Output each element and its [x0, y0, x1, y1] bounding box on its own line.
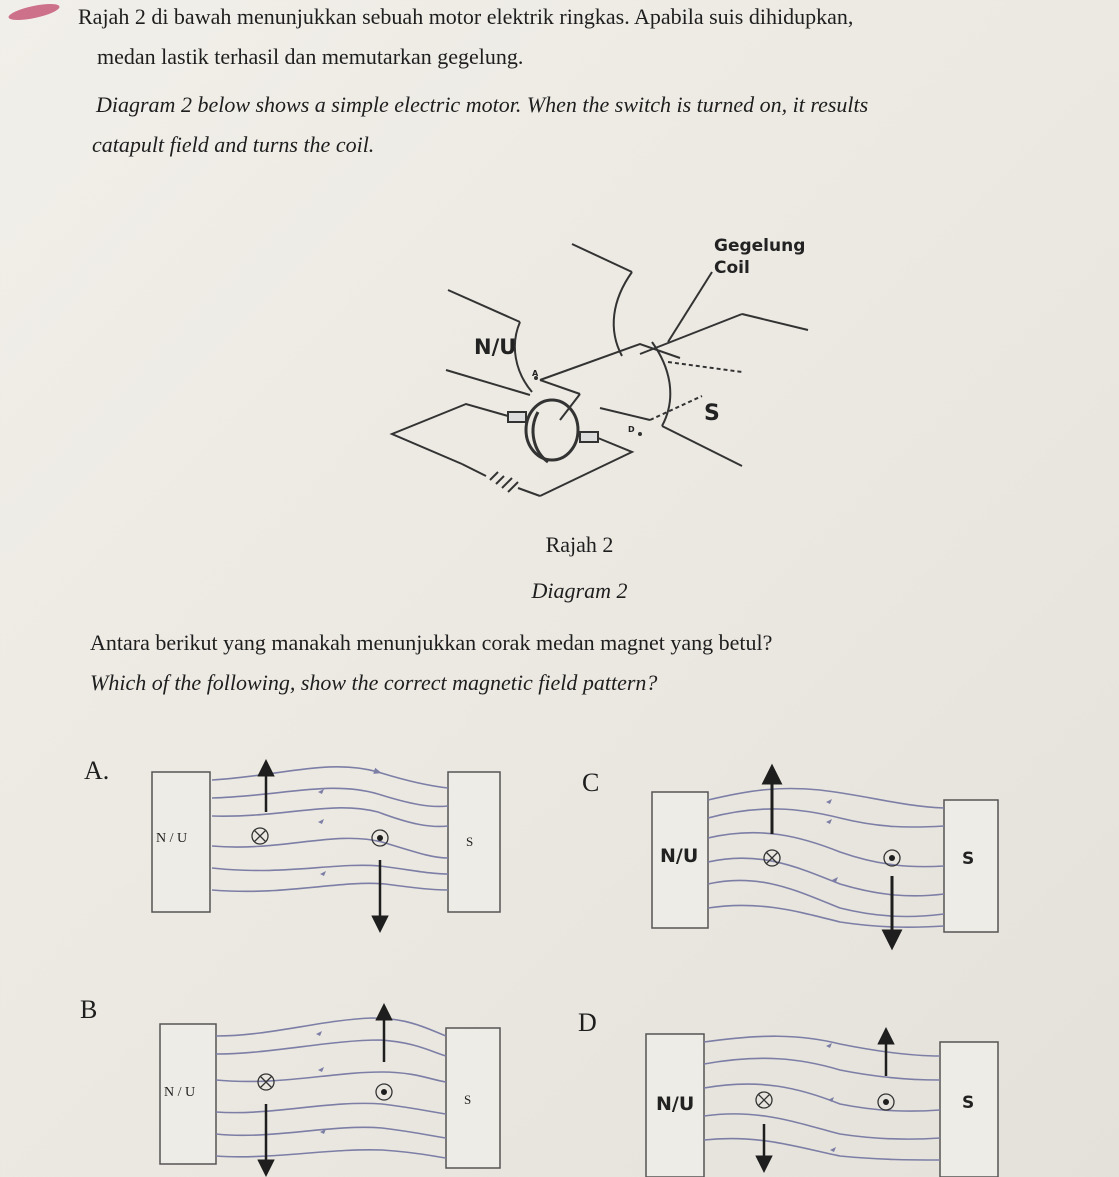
point-d-label: D — [628, 425, 635, 434]
option-a-diagram[interactable]: N / U S — [151, 759, 501, 933]
option-b-south: S — [464, 1092, 471, 1107]
option-a-north: N / U — [156, 831, 187, 846]
option-b-letter[interactable]: B — [80, 995, 98, 1024]
option-c-north: N/U — [660, 845, 698, 867]
option-b-north: N / U — [164, 1085, 195, 1100]
option-c-south: S — [962, 849, 974, 869]
north-pole-label: N/U — [474, 335, 516, 359]
option-a-letter[interactable]: A. — [84, 756, 110, 785]
prompt-ms: Antara berikut yang manakah menunjukkan … — [90, 630, 773, 655]
option-c-diagram[interactable]: N/U S — [651, 763, 999, 951]
question-line-en-1: Diagram 2 below shows a simple electric … — [96, 92, 869, 117]
option-c-letter[interactable]: C — [582, 768, 600, 797]
point-a-label: A — [532, 369, 539, 378]
question-line-ms-1: Rajah 2 di bawah menunjukkan sebuah moto… — [78, 4, 854, 29]
prompt-en: Which of the following, show the correct… — [90, 670, 658, 695]
option-d-letter[interactable]: D — [578, 1008, 597, 1037]
coil-label-ms: Gegelung — [714, 236, 805, 256]
option-a-south: S — [466, 834, 473, 849]
question-line-ms-2: medan lastik terhasil dan memutarkan geg… — [97, 44, 524, 69]
option-b-diagram[interactable]: N / U S — [159, 1003, 501, 1177]
diagram-caption-en: Diagram 2 — [531, 578, 628, 603]
option-d-diagram[interactable]: N/U S — [645, 1027, 999, 1177]
coil-label-en: Coil — [714, 258, 750, 278]
diagram-caption-ms: Rajah 2 — [545, 532, 614, 557]
south-pole-label: S — [704, 401, 720, 426]
question-line-en-2: catapult field and turns the coil. — [92, 132, 375, 157]
option-d-north: N/U — [656, 1093, 694, 1115]
option-d-south: S — [962, 1093, 974, 1113]
